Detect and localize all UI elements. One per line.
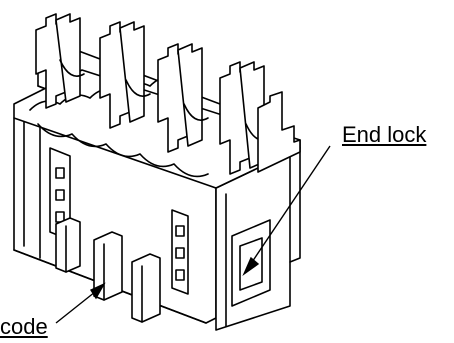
code-label: code [0, 314, 48, 339]
cavity-tower-1 [35, 13, 85, 109]
code-peg-1 [55, 217, 81, 273]
cavity-tower-3 [157, 43, 209, 153]
end-lock-leader [242, 145, 331, 277]
end-wall [257, 91, 301, 173]
left-side-window [49, 147, 71, 241]
end-lock-label: End lock [342, 122, 427, 147]
code-leader [55, 282, 106, 324]
code-peg-3 [131, 253, 161, 323]
cavity-tower-2 [99, 21, 151, 129]
top-deck [13, 69, 301, 189]
center-contact-window [171, 209, 189, 295]
